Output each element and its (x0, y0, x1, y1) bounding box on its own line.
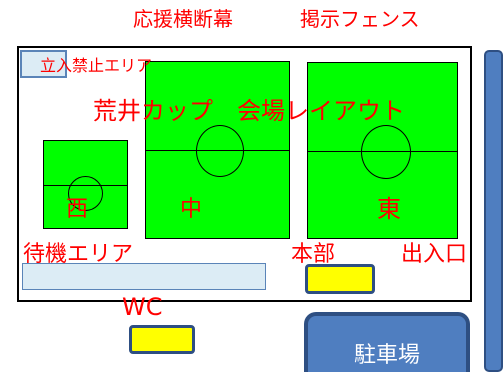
field-east-label: 東 (377, 195, 401, 223)
field-east-center-circle (361, 125, 411, 179)
restricted-area-marker (20, 50, 67, 78)
right-side-bar (484, 50, 503, 372)
field-west-label: 西 (66, 197, 89, 222)
waiting-area-label: 待機エリア (23, 242, 134, 267)
waiting-area-box (22, 263, 266, 290)
parking-area: 駐車場 (304, 312, 470, 372)
field-center-center-circle (196, 125, 244, 177)
event-title: 荒井カップ 会場レイアウト (93, 97, 405, 125)
restricted-area-label: 立入禁止エリア (40, 56, 153, 75)
headquarters-box (305, 264, 375, 294)
field-west-center-circle (68, 176, 103, 211)
field-center (145, 61, 290, 239)
headquarters-label: 本部 (291, 242, 336, 267)
toilet-box (129, 325, 195, 354)
toilet-label: WC (122, 293, 163, 321)
banner-label: 応援横断幕 (133, 7, 233, 31)
entrance-label: 出入口 (401, 242, 468, 267)
fence-label: 掲示フェンス (300, 7, 420, 31)
field-west (43, 140, 128, 229)
field-center-label: 中 (180, 197, 203, 222)
parking-label: 駐車場 (353, 343, 420, 368)
field-east (307, 62, 458, 239)
